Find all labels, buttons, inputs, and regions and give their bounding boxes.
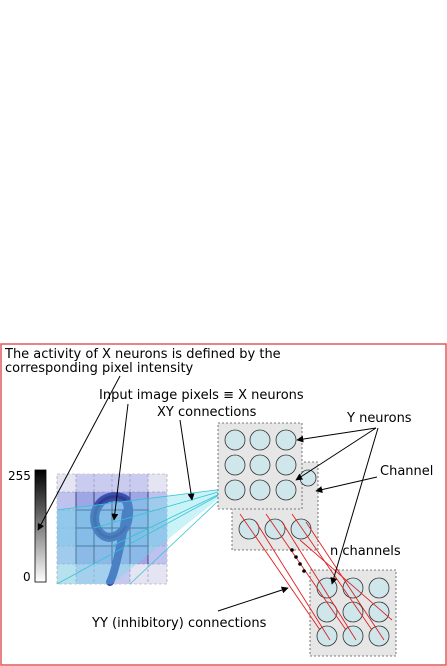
y-neuron: [290, 518, 312, 540]
y-neuron: [368, 601, 390, 623]
yy-connections-label: YY (inhibitory) connections: [91, 616, 267, 631]
y-neuron: [275, 454, 297, 476]
y-neuron: [249, 429, 271, 451]
y-neuron: [249, 454, 271, 476]
channel-panel-2: [217, 422, 303, 510]
ellipsis-dots: [290, 548, 306, 573]
n-channels-label: n channels: [330, 544, 401, 559]
y-neuron: [224, 429, 246, 451]
y-neurons-label: Y neurons: [346, 411, 412, 426]
y-neuron: [224, 479, 246, 501]
y-neuron: [249, 479, 271, 501]
channel-label: Channel: [380, 464, 433, 479]
annotation-arrows: [37, 375, 379, 612]
xy-connection-lines: [56, 487, 233, 585]
diagram-frame: [0, 343, 447, 666]
y-neuron: [316, 577, 338, 599]
yy-connection-lines: [239, 513, 393, 641]
y-neuron: [342, 577, 364, 599]
y-neuron: [368, 577, 390, 599]
activity-caption-line1: The activity of X neurons is defined by …: [4, 347, 281, 362]
colorbar-min-label: 0: [23, 570, 31, 584]
channel-panel-last: [309, 569, 397, 657]
xy-connections-label: XY connections: [157, 405, 257, 420]
colorbar-max-label: 255: [8, 469, 31, 483]
y-neuron: [224, 454, 246, 476]
input-pixels-label: Input image pixels ≡ X neurons: [99, 388, 304, 403]
digit-nine-image: [90, 492, 134, 586]
activity-caption-line2: corresponding pixel intensity: [5, 361, 194, 376]
y-neuron: [275, 429, 297, 451]
y-neuron: [275, 479, 297, 501]
y-neuron: [368, 625, 390, 647]
